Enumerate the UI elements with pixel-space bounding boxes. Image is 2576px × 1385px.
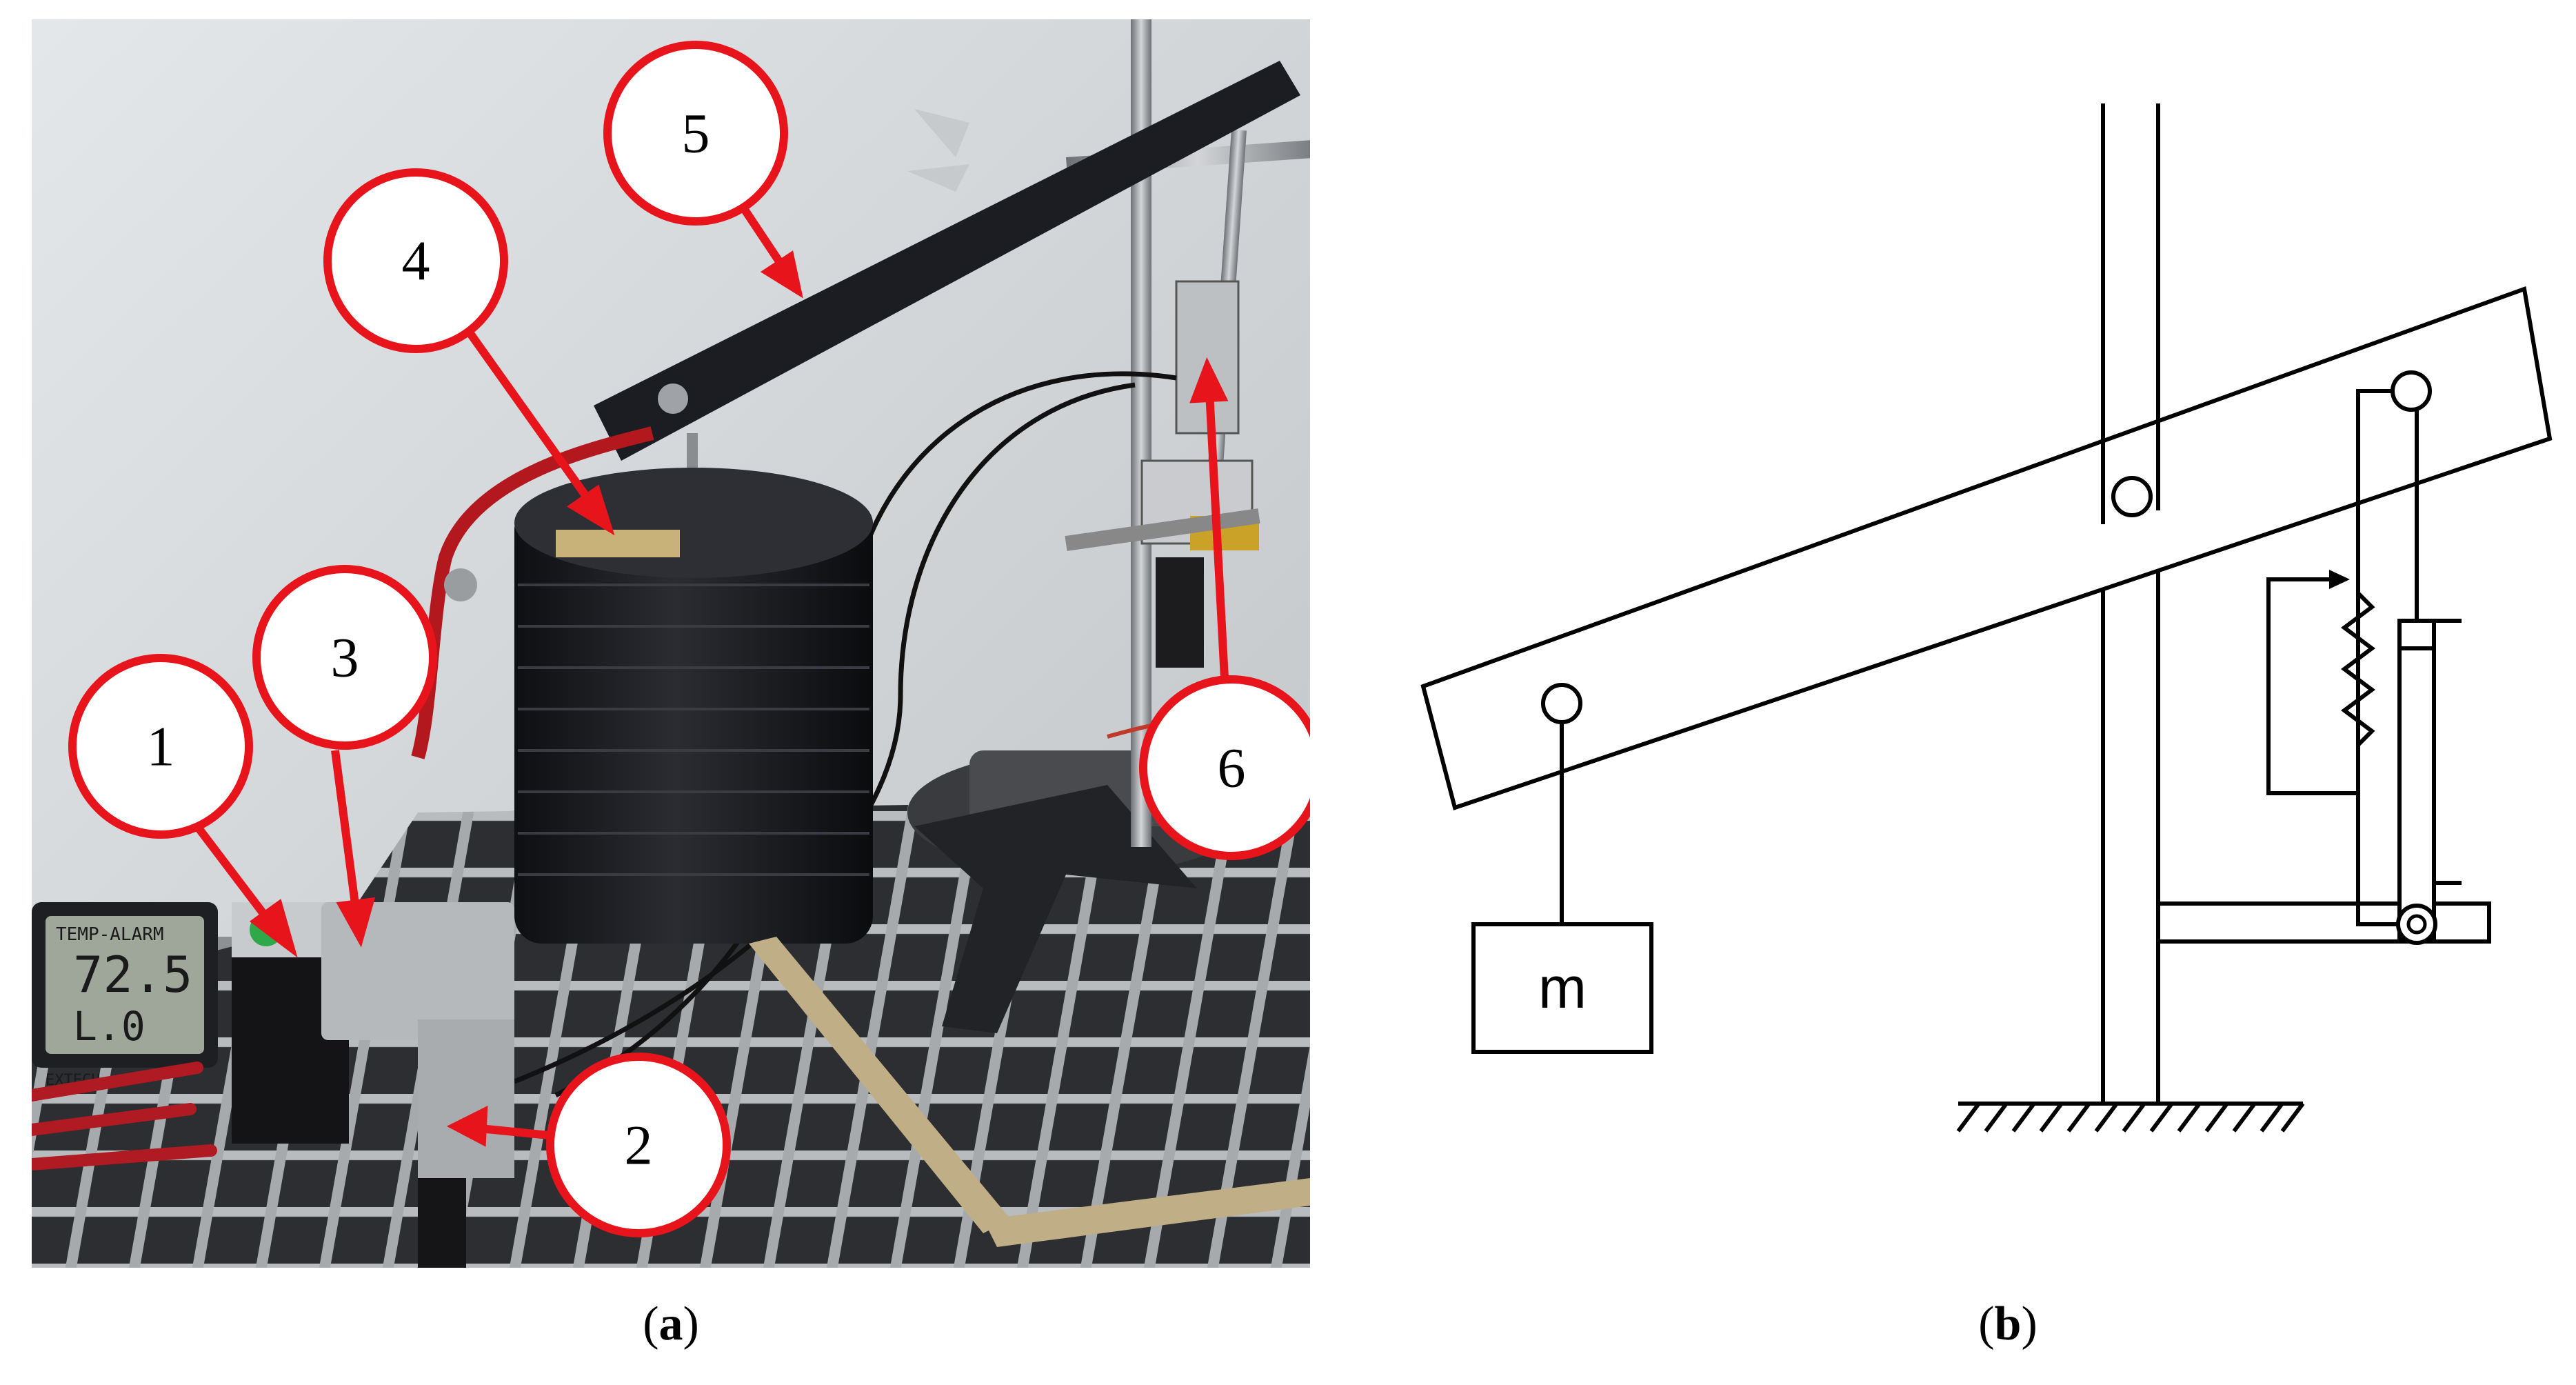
temp-alarm-screen: [46, 916, 204, 1054]
support-shelf: [2156, 901, 2491, 944]
callout-2: 2: [546, 1053, 731, 1237]
arrow-1: [194, 824, 276, 929]
callout-4: 4: [323, 168, 508, 353]
callout-3: 3: [252, 565, 437, 750]
spring-strip: [749, 937, 1011, 1233]
junction-cable: [418, 1178, 466, 1268]
spring-strip-base: [983, 1178, 1310, 1247]
mass-disc-lines: [518, 584, 869, 876]
callout-2-label: 2: [625, 1114, 653, 1177]
caption-a-close: ): [683, 1297, 699, 1351]
ground-symbol: [1956, 1102, 2305, 1133]
sensor-top-joint: [2391, 370, 2432, 412]
callout-4-label: 4: [402, 230, 430, 292]
mass-top: [514, 468, 873, 578]
lever-arm: [594, 61, 1300, 461]
mass-label-plate: [556, 530, 680, 557]
mass-hook-joint: [1541, 683, 1582, 724]
arrow-head-3: [336, 897, 376, 948]
potentiometer-wiper-wire: [2266, 577, 2358, 795]
callout-1: 1: [68, 654, 253, 839]
arrow-head-4: [566, 484, 615, 536]
potentiometer-resistor: [2341, 572, 2375, 766]
mass-label: m: [1538, 955, 1587, 1020]
photo-panel: TEMP-ALARM 72.5 L.0 EXTECH: [32, 19, 1310, 1268]
callout-3-label: 3: [331, 626, 359, 689]
experimental-setup-photo: TEMP-ALARM 72.5 L.0 EXTECH: [32, 19, 1310, 1268]
schematic-panel: m: [1407, 97, 2572, 1173]
caption-a-letter: a: [658, 1297, 683, 1351]
cable-junction: [418, 1019, 514, 1178]
strap-shackle: [444, 568, 477, 601]
sensor-bottom-joint-inner: [2406, 914, 2427, 935]
callout-1-label: 1: [147, 715, 175, 778]
arrow-head-5: [760, 250, 803, 299]
arrow-6: [1205, 391, 1229, 679]
caption-b-open: (: [1978, 1297, 1995, 1351]
callout-5-label: 5: [682, 102, 710, 165]
lever-beam: [1420, 286, 2553, 810]
callout-arrows: [194, 203, 1229, 1147]
caption-a: (a): [567, 1297, 774, 1352]
pivot-joint: [2111, 476, 2153, 517]
arrow-head-6: [1189, 357, 1229, 403]
temp-alarm-brand: TEMP-ALARM: [56, 924, 164, 945]
caption-a-open: (: [643, 1297, 659, 1351]
sensor-cross-rod: [1065, 508, 1260, 551]
callout-5: 5: [603, 41, 788, 226]
arrow-5: [738, 203, 787, 270]
arm-gripper: [907, 109, 969, 192]
sensor-cable-2: [513, 382, 1136, 1084]
caption-b-close: ): [2021, 1297, 2037, 1351]
arrow-4: [459, 320, 594, 505]
sensor-probe: [1156, 557, 1204, 668]
temp-reading-top: 72.5: [73, 946, 192, 1004]
caption-b-letter: b: [1994, 1297, 2022, 1351]
wiper-arrow: [2329, 570, 2350, 589]
sensor-assembly: [2266, 389, 2462, 940]
temp-reading-bottom: L.0: [73, 1003, 145, 1050]
amplifier-box: [321, 902, 514, 1040]
caption-b: (b): [1904, 1297, 2111, 1352]
callout-6-label: 6: [1218, 737, 1246, 799]
arrow-head-1: [249, 899, 298, 958]
red-test-leads: [32, 1062, 217, 1170]
tripod-base: [914, 785, 1197, 1033]
callout-6: 6: [1139, 675, 1310, 860]
arm-bolt: [658, 383, 688, 414]
mass-box: [1471, 922, 1653, 1054]
lever-schematic: m: [1420, 103, 2553, 1133]
arrow-3: [331, 750, 360, 910]
sensor-cylinder: [2397, 619, 2436, 940]
arrow-head-2: [446, 1106, 488, 1147]
